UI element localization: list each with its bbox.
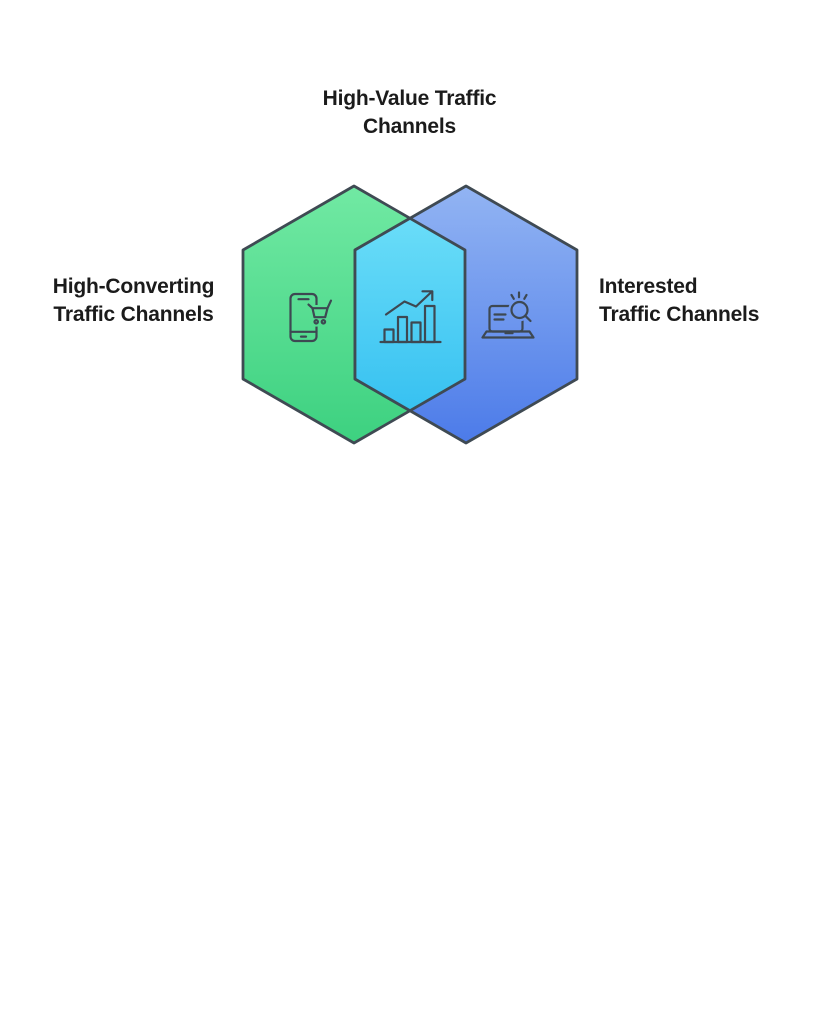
left-hexagon-label-line-1: High-Converting xyxy=(52,275,215,298)
left-hexagon-label: High-Converting Traffic Channels xyxy=(40,273,227,329)
laptop-base xyxy=(481,330,535,339)
magnifier xyxy=(510,291,532,323)
diagram-title-line-1: High-Value Traffic xyxy=(322,87,497,110)
shopping-cart xyxy=(307,299,333,325)
right-hexagon-label: Interested Traffic Channels xyxy=(599,273,759,329)
diagram-title-line-2: Channels xyxy=(363,115,456,138)
laptop-search-icon xyxy=(481,291,535,339)
diagram-title: High-Value Traffic Channels xyxy=(0,85,819,141)
left-hexagon-label-line-2: Traffic Channels xyxy=(53,303,214,326)
right-hexagon-label-line-1: Interested xyxy=(599,275,698,298)
bar-chart-growth-icon xyxy=(379,290,442,344)
mobile-shopping-cart-icon xyxy=(289,292,333,343)
right-hexagon-label-line-2: Traffic Channels xyxy=(599,303,760,326)
overlap-hexagon xyxy=(353,216,467,413)
